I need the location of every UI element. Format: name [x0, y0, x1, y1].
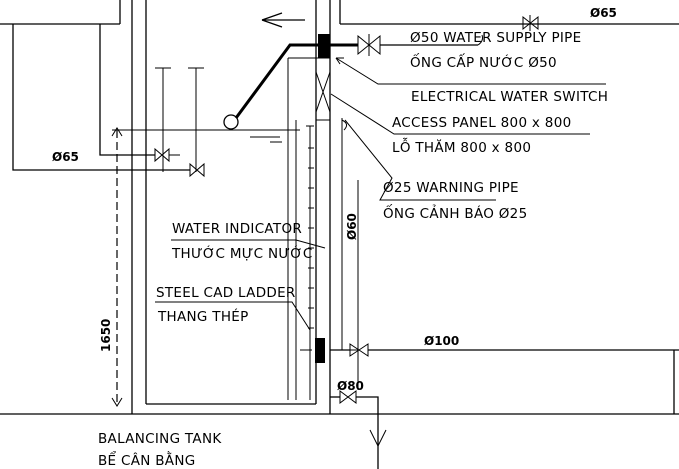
supply-pipe: [234, 34, 483, 119]
water-level: [112, 129, 300, 143]
tank-label-vi: BỂ CÂN BẰNG: [98, 450, 196, 469]
access-panel-label-vi: LỖ THĂM 800 x 800: [392, 137, 531, 156]
supply-fitting: [318, 34, 330, 58]
drain-pipe: [330, 343, 679, 414]
pipe-size-vertical: Ø60: [345, 213, 359, 240]
pipe-size-top-right: Ø65: [590, 6, 617, 20]
tank-walls: [131, 0, 331, 414]
pipe-size-left: Ø65: [52, 150, 79, 164]
water-indicator: [300, 125, 314, 400]
flow-arrow: [261, 12, 305, 28]
ladder-label: STEEL CAD LADDER: [156, 285, 296, 301]
indicator-label-vi: THƯỚC MỰC NƯỚC: [171, 244, 313, 262]
supply-pipe-label-vi: ỐNG CẤP NƯỚC Ø50: [410, 52, 557, 71]
access-panel: [287, 57, 331, 400]
pipe-size-drain: Ø100: [424, 334, 459, 348]
left-pipes: [12, 36, 205, 178]
top-slab-lines: [0, 0, 679, 36]
leader-lines: [155, 57, 606, 331]
warning-pipe-label-vi: ỐNG CẢNH BÁO Ø25: [383, 203, 527, 222]
indicator-label: WATER INDICATOR: [172, 221, 302, 237]
top-right-valve: [522, 15, 539, 31]
tank-label: BALANCING TANK: [98, 431, 222, 447]
ladder-label-vi: THANG THÉP: [157, 308, 249, 325]
access-panel-label: ACCESS PANEL 800 x 800: [392, 115, 571, 131]
level-rods: [155, 67, 204, 172]
supply-pipe-label: Ø50 WATER SUPPLY PIPE: [410, 30, 581, 46]
float-ball: [223, 114, 239, 130]
dimension-1650: [111, 127, 123, 407]
dimension-value: 1650: [99, 319, 113, 352]
bottom-pipe: [330, 390, 387, 469]
pipe-size-bottom: Ø80: [337, 379, 364, 393]
warning-pipe-label: Ø25 WARNING PIPE: [383, 180, 519, 196]
drain-fitting: [315, 338, 325, 363]
switch-label: ELECTRICAL WATER SWITCH: [411, 89, 608, 105]
